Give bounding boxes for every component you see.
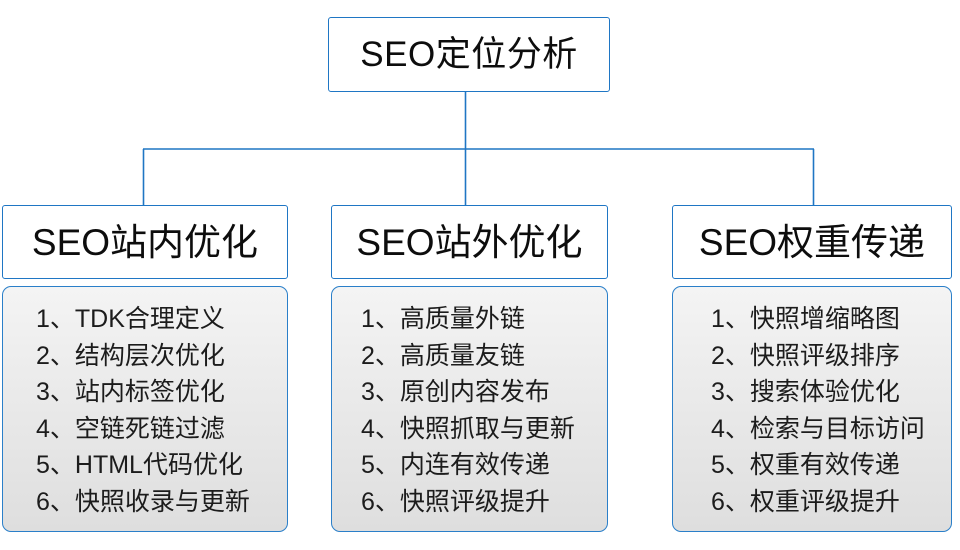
list-item: 4、快照抓取与更新 — [361, 414, 575, 443]
list-item: 3、搜索体验优化 — [711, 378, 900, 406]
branch-header-2-title: SEO站外优化 — [356, 221, 583, 263]
list-item: 6、快照评级提升 — [361, 487, 550, 516]
list-item: 1、高质量外链 — [361, 305, 525, 333]
branch-body-3: 1、快照增缩略图 2、快照评级排序 3、搜索体验优化 4、检索与目标访问 5、权… — [672, 286, 952, 532]
list-item: 2、快照评级排序 — [711, 341, 900, 370]
branch-body-2: 1、高质量外链 2、高质量友链 3、原创内容发布 4、快照抓取与更新 5、内连有… — [331, 286, 608, 532]
list-item: 1、TDK合理定义 — [36, 305, 225, 333]
branch-3-item-list: 1、快照增缩略图 2、快照评级排序 3、搜索体验优化 4、检索与目标访问 5、权… — [673, 301, 951, 520]
list-item: 1、快照增缩略图 — [711, 305, 900, 333]
list-item: 3、原创内容发布 — [361, 378, 550, 406]
list-item: 4、检索与目标访问 — [711, 414, 925, 443]
list-item: 6、权重评级提升 — [711, 487, 900, 516]
branch-1-item-list: 1、TDK合理定义 2、结构层次优化 3、站内标签优化 4、空链死链过滤 5、H… — [3, 301, 287, 520]
branch-body-1: 1、TDK合理定义 2、结构层次优化 3、站内标签优化 4、空链死链过滤 5、H… — [2, 286, 288, 532]
list-item: 5、内连有效传递 — [361, 451, 550, 479]
root-node-title: SEO定位分析 — [360, 35, 578, 74]
branch-header-2[interactable]: SEO站外优化 — [331, 205, 608, 279]
branch-column-2: SEO站外优化 1、高质量外链 2、高质量友链 3、原创内容发布 4、快照抓取与… — [331, 205, 608, 532]
branch-2-item-list: 1、高质量外链 2、高质量友链 3、原创内容发布 4、快照抓取与更新 5、内连有… — [332, 301, 607, 520]
list-item: 5、权重有效传递 — [711, 451, 900, 479]
list-item: 2、高质量友链 — [361, 341, 525, 370]
list-item: 5、HTML代码优化 — [36, 451, 243, 479]
branch-header-1-title: SEO站内优化 — [31, 221, 259, 263]
branch-header-3-title: SEO权重传递 — [698, 221, 926, 263]
branch-column-3: SEO权重传递 1、快照增缩略图 2、快照评级排序 3、搜索体验优化 4、检索与… — [672, 205, 952, 532]
branch-header-3[interactable]: SEO权重传递 — [672, 205, 952, 279]
list-item: 3、站内标签优化 — [36, 378, 225, 406]
list-item: 4、空链死链过滤 — [36, 414, 225, 443]
root-node[interactable]: SEO定位分析 — [328, 17, 610, 92]
list-item: 2、结构层次优化 — [36, 341, 225, 370]
branch-header-1[interactable]: SEO站内优化 — [2, 205, 288, 279]
list-item: 6、快照收录与更新 — [36, 487, 250, 516]
branch-column-1: SEO站内优化 1、TDK合理定义 2、结构层次优化 3、站内标签优化 4、空链… — [2, 205, 288, 532]
